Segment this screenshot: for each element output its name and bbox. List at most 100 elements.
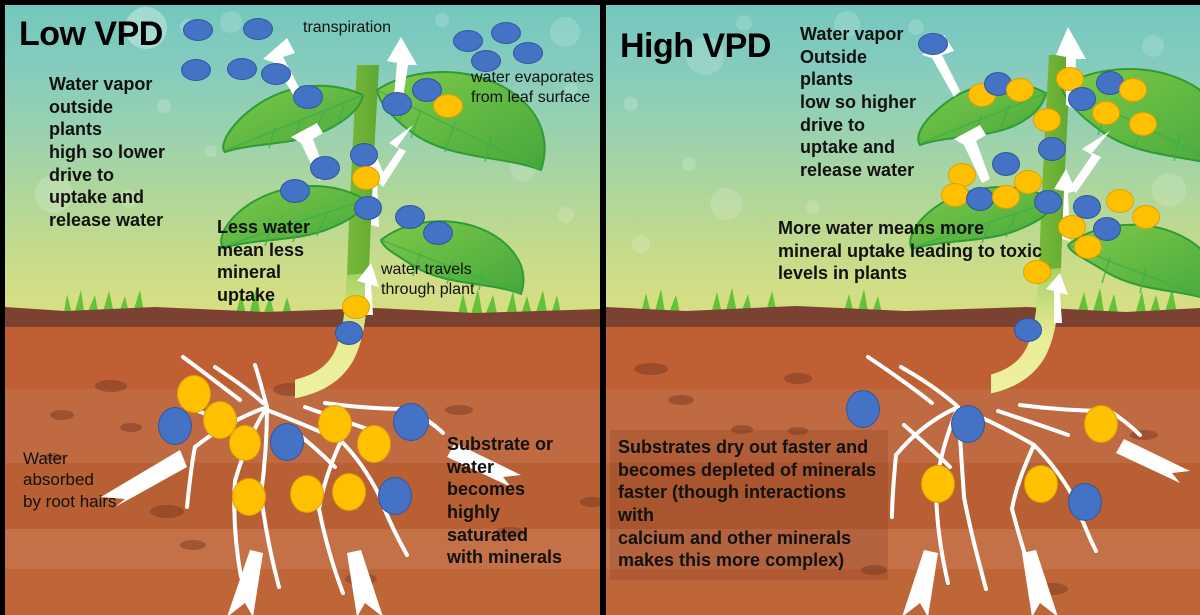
- water-droplet: [310, 156, 340, 180]
- bokeh-circle: [1142, 35, 1164, 57]
- mineral-particle: [1132, 205, 1160, 229]
- soil-pebble: [43, 453, 63, 461]
- soil-pebble: [634, 363, 668, 375]
- water-droplet: [183, 19, 213, 41]
- label-more-water-toxic: More water means more mineral uptake lea…: [778, 218, 1043, 284]
- water-droplet: [393, 403, 429, 441]
- label-transpiration: transpiration: [303, 19, 392, 36]
- water-droplet: [382, 92, 412, 116]
- water-droplet: [951, 405, 985, 443]
- bokeh-circle: [736, 15, 752, 31]
- bokeh-circle: [125, 7, 167, 49]
- soil-band: [5, 529, 600, 569]
- bokeh-circle: [205, 145, 217, 157]
- bokeh-circle: [806, 200, 820, 214]
- mineral-particle: [352, 166, 380, 190]
- soil-pebble: [95, 380, 127, 392]
- water-droplet: [181, 59, 211, 81]
- label-vapor-outside-low: Water vapor outside plants high so lower…: [49, 74, 166, 231]
- water-droplet: [1093, 217, 1121, 241]
- water-droplet: [992, 152, 1020, 176]
- water-droplet: [293, 85, 323, 109]
- soil-pebble: [150, 505, 184, 518]
- water-droplet: [1014, 318, 1042, 342]
- soil-pebble: [668, 395, 694, 405]
- bokeh-circle: [908, 19, 924, 35]
- bokeh-circle: [157, 99, 171, 113]
- water-droplet: [1096, 71, 1124, 95]
- soil-pebble: [580, 497, 600, 507]
- soil-band: [5, 569, 600, 615]
- soil-pebble: [495, 527, 525, 538]
- bokeh-circle: [632, 235, 650, 253]
- mineral-particle: [229, 425, 261, 461]
- label-water-travels: water travels through plant: [381, 261, 475, 299]
- label-water-absorbed-root-hairs: Water absorbed by root hairs: [23, 449, 117, 511]
- mineral-particle: [332, 473, 366, 511]
- water-droplet: [1038, 137, 1066, 161]
- water-droplet: [261, 63, 291, 85]
- soil-pebble: [1130, 430, 1158, 440]
- bokeh-circle: [35, 175, 73, 213]
- mineral-particle: [357, 425, 391, 463]
- water-droplet: [395, 205, 425, 229]
- bokeh-circle: [682, 157, 696, 171]
- mineral-particle: [1058, 215, 1086, 239]
- bokeh-circle: [710, 188, 742, 220]
- water-droplet: [1073, 195, 1101, 219]
- absorption-arrows-high: [902, 439, 1190, 615]
- panel-high-vpd: High VPD Water vapor Outside plants low …: [606, 5, 1200, 615]
- mineral-particle: [318, 405, 352, 443]
- panel-title-high-vpd: High VPD: [620, 27, 771, 65]
- water-droplet: [1034, 190, 1062, 214]
- water-droplet: [491, 22, 521, 44]
- mineral-particle: [1084, 405, 1118, 443]
- mineral-particle: [921, 465, 955, 503]
- soil-pebble: [50, 410, 74, 420]
- water-droplet: [513, 42, 543, 64]
- mineral-particle: [1092, 101, 1120, 125]
- mineral-particle: [1033, 108, 1061, 132]
- mineral-particle: [941, 183, 969, 207]
- panel-low-vpd: Low VPD Water vapor outside plants high …: [5, 5, 600, 615]
- soil-pebble: [784, 373, 812, 384]
- soil-pebble: [445, 405, 473, 415]
- bokeh-circle: [624, 97, 638, 111]
- water-droplet: [1068, 483, 1102, 521]
- water-droplet: [918, 33, 948, 55]
- water-droplet: [158, 407, 192, 445]
- water-droplet: [270, 423, 304, 461]
- mineral-particle: [177, 375, 211, 413]
- mineral-particle: [1014, 170, 1042, 194]
- mineral-particle: [1129, 112, 1157, 136]
- water-droplet: [243, 18, 273, 40]
- mineral-particle: [342, 295, 370, 319]
- bokeh-circle: [120, 190, 138, 208]
- water-droplet: [966, 187, 994, 211]
- label-less-water-mineral-uptake: Less water mean less mineral uptake: [217, 217, 311, 306]
- soil-pebble: [180, 540, 206, 550]
- bokeh-circle: [1152, 173, 1186, 207]
- soil-pebble: [788, 427, 808, 435]
- soil-pebble: [861, 565, 887, 575]
- label-water-evaporates: water evaporates from leaf surface: [471, 69, 594, 107]
- water-droplet: [412, 78, 442, 102]
- label-substrate-saturated: Substrate or water becomes highly satura…: [447, 434, 563, 568]
- mineral-particle: [1006, 78, 1034, 102]
- label-substrates-dry-out: Substrates dry out faster and becomes de…: [610, 430, 888, 581]
- panel-title-low-vpd: Low VPD: [19, 15, 163, 53]
- mineral-particle: [290, 475, 324, 513]
- bokeh-circle: [565, 83, 578, 96]
- soil-band: [606, 529, 1200, 569]
- water-droplet: [354, 196, 382, 220]
- soil-pebble: [731, 425, 753, 434]
- bokeh-circle: [220, 11, 242, 33]
- mineral-particle: [992, 185, 1020, 209]
- soil-band: [606, 569, 1200, 615]
- mineral-particle: [433, 94, 463, 118]
- water-droplet: [471, 50, 501, 72]
- water-droplet: [335, 321, 363, 345]
- bokeh-circle: [686, 37, 724, 75]
- bokeh-circle: [435, 13, 449, 27]
